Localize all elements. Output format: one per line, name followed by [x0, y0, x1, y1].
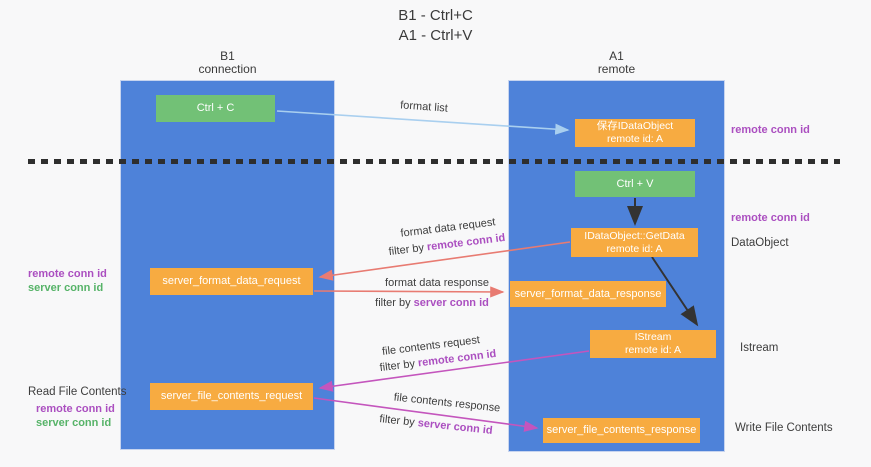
label-dataobject: DataObject [731, 237, 789, 249]
node-istream-line2: remote id: A [624, 344, 682, 356]
node-save-idataobject: 保存IDataObject remote id: A [575, 119, 695, 147]
server-conn-id-text: server conn id [413, 297, 489, 309]
diagram-title: B1 - Ctrl+C A1 - Ctrl+V [0, 6, 871, 46]
lane-a1-role: remote [597, 62, 636, 76]
label-remote-conn-id-left-2: remote conn id [36, 403, 115, 415]
lane-b1-name: B1 [220, 49, 235, 63]
label-write-file-contents: Write File Contents [735, 422, 833, 434]
node-save-idataobject-line1: 保存IDataObject [596, 120, 674, 132]
edge-label-filter-server-1: filter by server conn id [375, 297, 489, 309]
lane-a1-name: A1 [609, 49, 624, 63]
lane-header-b1: B1 connection [120, 50, 335, 76]
node-istream-line1: IStream [634, 331, 672, 343]
node-ctrl-c-label: Ctrl + C [196, 102, 235, 114]
arrow-getdata-to-istream [651, 256, 699, 327]
node-save-idataobject-line2: remote id: A [606, 133, 664, 145]
label-server-conn-id-left-1: server conn id [28, 282, 104, 294]
node-idataobject-getdata-line2: remote id: A [606, 242, 663, 255]
title-line-2: A1 - Ctrl+V [398, 27, 473, 44]
node-ctrl-v: Ctrl + V [575, 171, 695, 197]
label-remote-conn-id-right-2: remote conn id [731, 212, 810, 224]
dashed-divider [28, 159, 840, 164]
title-line-1: B1 - Ctrl+C [398, 7, 473, 24]
node-server-file-contents-request: server_file_contents_request [150, 383, 313, 410]
edge-label-format-data-response: format data response [385, 277, 489, 289]
filter-by-text: filter by [375, 297, 414, 309]
label-server-conn-id-left-2: server conn id [36, 417, 112, 429]
node-idataobject-getdata-line1: IDataObject::GetData [584, 229, 685, 242]
arrow-file-contents-request [318, 350, 590, 392]
arrow-format-list [276, 110, 570, 135]
label-read-file-contents: Read File Contents [28, 386, 127, 398]
label-remote-conn-id-left-1: remote conn id [28, 268, 107, 280]
node-server-format-data-response: server_format_data_response [510, 281, 666, 307]
arrow-file-contents-response [313, 397, 539, 432]
label-istream: Istream [740, 342, 779, 354]
arrow-format-data-response [313, 286, 505, 298]
node-server-format-data-request-label: server_format_data_request [162, 275, 301, 287]
node-server-format-data-response-label: server_format_data_response [514, 287, 662, 300]
node-server-file-contents-request-label: server_file_contents_request [160, 390, 303, 402]
arrow-format-data-request [318, 241, 571, 281]
label-remote-conn-id-right-1: remote conn id [731, 124, 810, 136]
node-server-file-contents-response: server_file_contents_response [543, 418, 700, 443]
node-server-format-data-request: server_format_data_request [150, 268, 313, 295]
node-idataobject-getdata: IDataObject::GetData remote id: A [571, 228, 698, 257]
lane-header-a1: A1 remote [508, 50, 725, 76]
node-ctrl-c: Ctrl + C [156, 95, 275, 122]
node-server-file-contents-response-label: server_file_contents_response [546, 424, 697, 436]
node-ctrl-v-label: Ctrl + V [616, 177, 654, 190]
node-istream: IStream remote id: A [590, 330, 716, 358]
lane-b1-role: connection [198, 62, 257, 76]
